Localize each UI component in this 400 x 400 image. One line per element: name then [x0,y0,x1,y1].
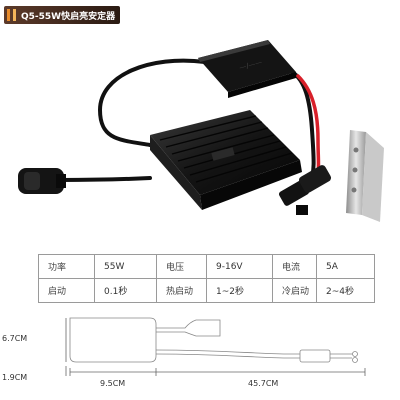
ballast-outline [69,317,157,363]
spec-label: 电压 [156,254,207,279]
dimension-drawing [65,317,366,376]
spec-label: 启动 [38,278,95,303]
spec-value: 5A [316,254,375,279]
dim-length-label: 45.7CM [248,379,279,388]
spec-value: 2~4秒 [316,278,375,303]
accent-bar [7,9,10,21]
output-connector [278,165,332,215]
dim-width-label: 9.5CM [100,379,126,388]
spec-label: 电流 [272,254,317,279]
control-module: —/—— [198,40,296,98]
dim-height-label: 6.7CM [2,334,28,343]
table-row: 功率 55W 电压 9-16V 电流 5A [38,254,375,279]
table-row: 启动 0.1秒 热启动 1~2秒 冷启动 2~4秒 [38,278,375,303]
dim-thickness-label: 1.9CM [2,373,28,382]
cable-outline [155,353,300,359]
spec-label: 热启动 [156,278,207,303]
input-connector [18,168,66,194]
accent-bar [13,9,16,21]
product-title: Q5-55W快启亮安定器 [21,11,116,22]
spec-value: 1~2秒 [206,278,273,303]
product-photo: —/—— [18,40,384,222]
spec-value: 55W [94,254,157,279]
product-title-badge: Q5-55W快启亮安定器 [4,6,121,24]
ballast-body [150,110,302,210]
cable-outline [156,319,221,337]
spec-label: 功率 [38,254,95,279]
connector-outline [299,349,331,363]
mounting-bracket [346,130,384,222]
spec-value: 0.1秒 [94,278,157,303]
cable-outline [155,349,300,355]
spec-label: 冷启动 [272,278,317,303]
spec-table: 功率 55W 电压 9-16V 电流 5A 启动 0.1秒 热启动 1~2秒 冷… [38,254,375,303]
spec-value: 9-16V [206,254,273,279]
